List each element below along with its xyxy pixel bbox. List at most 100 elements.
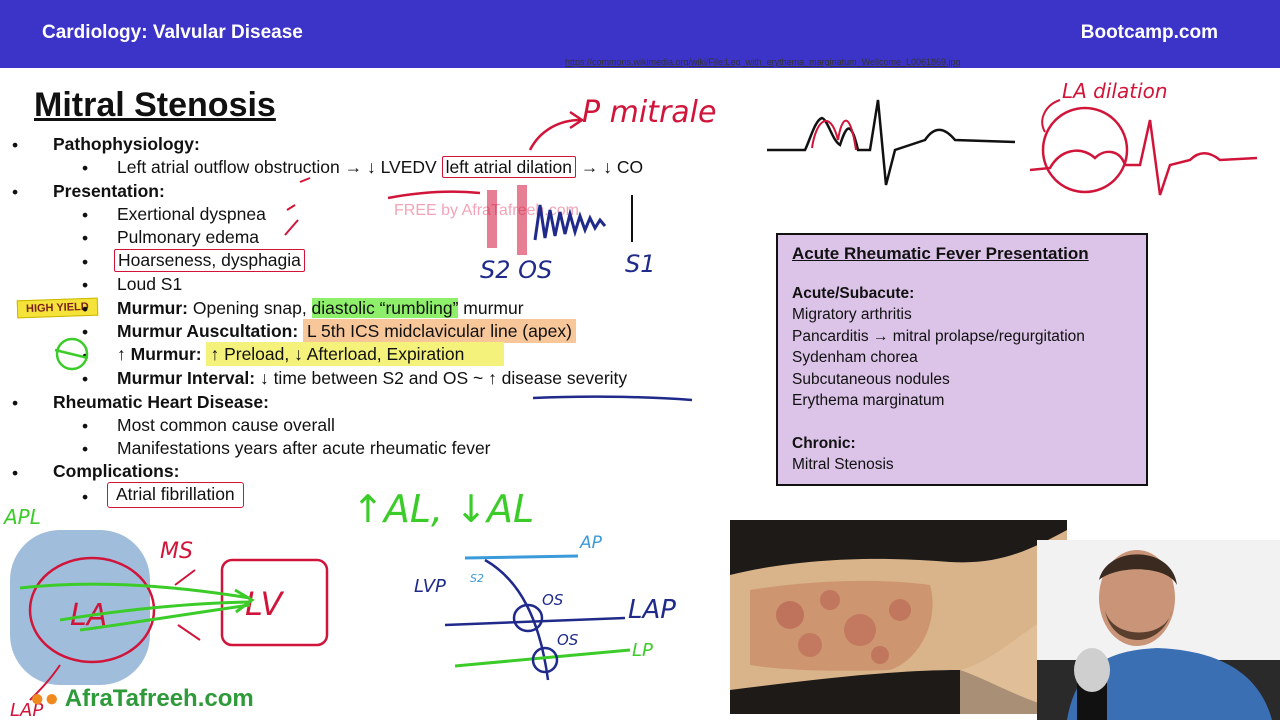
bullet-dot: • bbox=[82, 158, 89, 178]
interval-text: ↓ time between S2 and OS ~ ↑ disease sev… bbox=[259, 368, 628, 388]
flow-arrow-head-icon bbox=[234, 588, 255, 614]
al-text: ↑AL, ↓AL bbox=[352, 487, 534, 531]
header-bar: Cardiology: Valvular Disease Bootcamp.co… bbox=[0, 0, 1280, 68]
bullet-dot: • bbox=[12, 135, 19, 155]
complications-label: Complications: bbox=[53, 461, 180, 481]
bullet-dot: • bbox=[82, 439, 89, 459]
os-circle-1 bbox=[512, 603, 544, 633]
murmur-label: Murmur: bbox=[117, 298, 188, 318]
la-dilation-box: left atrial dilation bbox=[441, 156, 577, 178]
afratafreeh-logo: ●● AfraTafreeh.com bbox=[30, 685, 254, 713]
presentation-item: Loud S1 bbox=[117, 274, 183, 294]
rumble-scribble bbox=[533, 204, 607, 241]
interval-label: Murmur Interval: bbox=[117, 368, 256, 388]
arf-item: Erythema marginatum bbox=[792, 392, 945, 409]
green-slash bbox=[54, 348, 89, 360]
p-wave-highlight bbox=[811, 119, 857, 151]
la-dilation-arrow bbox=[1041, 99, 1061, 133]
red-scribble bbox=[387, 190, 481, 200]
presentation-item-boxed: Hoarseness, dysphagia bbox=[114, 249, 305, 272]
s1-label: S1 bbox=[625, 250, 656, 278]
os-bar bbox=[517, 185, 527, 255]
bullet-dot: • bbox=[82, 487, 89, 507]
pathophysiology-line: Left atrial outflow obstruction → ↓ LVED… bbox=[117, 156, 644, 178]
brand-name: Bootcamp.com bbox=[1080, 22, 1218, 43]
presentation-item: Exertional dyspnea bbox=[117, 204, 266, 224]
arf-box: Acute Rheumatic Fever Presentation Acute… bbox=[776, 233, 1148, 486]
logo-text: AfraTafreeh.com bbox=[64, 685, 254, 712]
ap-line bbox=[464, 554, 579, 560]
flow-arrows bbox=[19, 582, 251, 632]
bullet-dot: • bbox=[82, 346, 89, 366]
bullet-dot: • bbox=[12, 463, 19, 483]
lp-label: LP bbox=[632, 640, 653, 661]
ecg-la-trace bbox=[1029, 119, 1258, 196]
interval-line: Murmur Interval: ↓ time between S2 and O… bbox=[117, 368, 627, 389]
os-label-2: OS bbox=[557, 631, 579, 649]
lv-label: LV bbox=[245, 585, 285, 623]
s2-os-label: S2 OS bbox=[480, 256, 552, 284]
afib-box: Atrial fibrillation bbox=[107, 482, 244, 508]
presentation-item: Pulmonary edema bbox=[117, 227, 260, 247]
green-circle bbox=[55, 337, 89, 371]
murmur-line: Murmur: Opening snap, diastolic “rumblin… bbox=[117, 298, 524, 319]
la-dilation-text: LA dilation bbox=[1062, 79, 1168, 103]
bullet-dot: • bbox=[82, 275, 89, 295]
bullet-dot: • bbox=[82, 252, 89, 272]
arf-item: Subcutaneous nodules bbox=[792, 370, 950, 388]
murmur-highlight: diastolic “rumbling” bbox=[311, 298, 459, 318]
pathophysiology-label: Pathophysiology: bbox=[53, 134, 200, 154]
arf-chronic-item: Mitral Stenosis bbox=[792, 456, 894, 473]
arf-title: Acute Rheumatic Fever Presentation bbox=[792, 244, 1089, 263]
arf-item: Pancarditis → mitral prolapse/regurgitat… bbox=[792, 327, 1085, 345]
auscultation-highlight: L 5th ICS midclavicular line (apex) bbox=[303, 319, 576, 343]
free-watermark: FREE by AfraTafreeh.com bbox=[394, 202, 579, 219]
lap-arrow bbox=[29, 664, 61, 701]
arf-chronic-label: Chronic: bbox=[792, 434, 856, 452]
complications-item-wrap: Atrial fibrillation bbox=[107, 482, 244, 508]
murmur-text-pre: Opening snap, bbox=[192, 298, 312, 318]
rhd-item: Most common cause overall bbox=[117, 415, 335, 435]
severity-underline bbox=[532, 395, 693, 402]
maneuver-label: ↑ Murmur: bbox=[117, 344, 202, 364]
la-blue-fill bbox=[10, 530, 150, 685]
bullet-dot: • bbox=[82, 299, 89, 319]
arf-acute-label: Acute/Subacute: bbox=[792, 284, 915, 302]
pathophysiology-result: → ↓ CO bbox=[580, 157, 644, 177]
lap-label: LAP bbox=[628, 595, 676, 625]
arrow-head-icon bbox=[569, 110, 585, 130]
source-link[interactable]: https://commons.wikimedia.org/wiki/File:… bbox=[565, 57, 961, 67]
arf-item: Migratory arthritis bbox=[792, 306, 912, 323]
auscultation-line: Murmur Auscultation: L 5th ICS midclavic… bbox=[117, 319, 576, 343]
rhd-item: Manifestations years after acute rheumat… bbox=[117, 438, 491, 458]
p-mitrale-arrow bbox=[528, 118, 581, 151]
arf-item: Sydenham chorea bbox=[792, 349, 918, 366]
bullet-dot: • bbox=[82, 369, 89, 389]
lap-small-label: LAP bbox=[10, 700, 43, 720]
lap-line bbox=[444, 616, 626, 627]
bullet-dot: • bbox=[12, 393, 19, 413]
logo-mark-icon: ●● bbox=[30, 685, 59, 712]
ap-label: AP bbox=[579, 533, 603, 553]
bullet-dot: • bbox=[82, 322, 89, 342]
bullet-dot: • bbox=[12, 182, 19, 202]
ecg-p-mitrale-trace bbox=[767, 99, 1016, 186]
hoarseness-box: Hoarseness, dysphagia bbox=[114, 249, 305, 272]
s2-small-label: S2 bbox=[470, 572, 484, 585]
pathophysiology-text: Left atrial outflow obstruction → ↓ LVED… bbox=[117, 157, 437, 177]
bullet-dot: • bbox=[82, 416, 89, 436]
red-ticks bbox=[284, 177, 311, 236]
ms-label: MS bbox=[160, 539, 193, 564]
os-circle-2 bbox=[531, 646, 559, 674]
la-circle bbox=[1041, 106, 1129, 194]
maneuver-highlight: ↑ Preload, ↓ Afterload, Expiration bbox=[206, 342, 505, 366]
maneuver-line: ↑ Murmur: ↑ Preload, ↓ Afterload, Expira… bbox=[117, 342, 505, 366]
bullet-dot: • bbox=[82, 205, 89, 225]
apl-text: APL bbox=[2, 505, 41, 529]
lp-line bbox=[454, 648, 631, 668]
os-label-1: OS bbox=[542, 591, 564, 609]
rhd-label: Rheumatic Heart Disease: bbox=[53, 392, 269, 412]
auscultation-label: Murmur Auscultation: bbox=[117, 321, 299, 341]
presentation-label: Presentation: bbox=[53, 181, 165, 201]
